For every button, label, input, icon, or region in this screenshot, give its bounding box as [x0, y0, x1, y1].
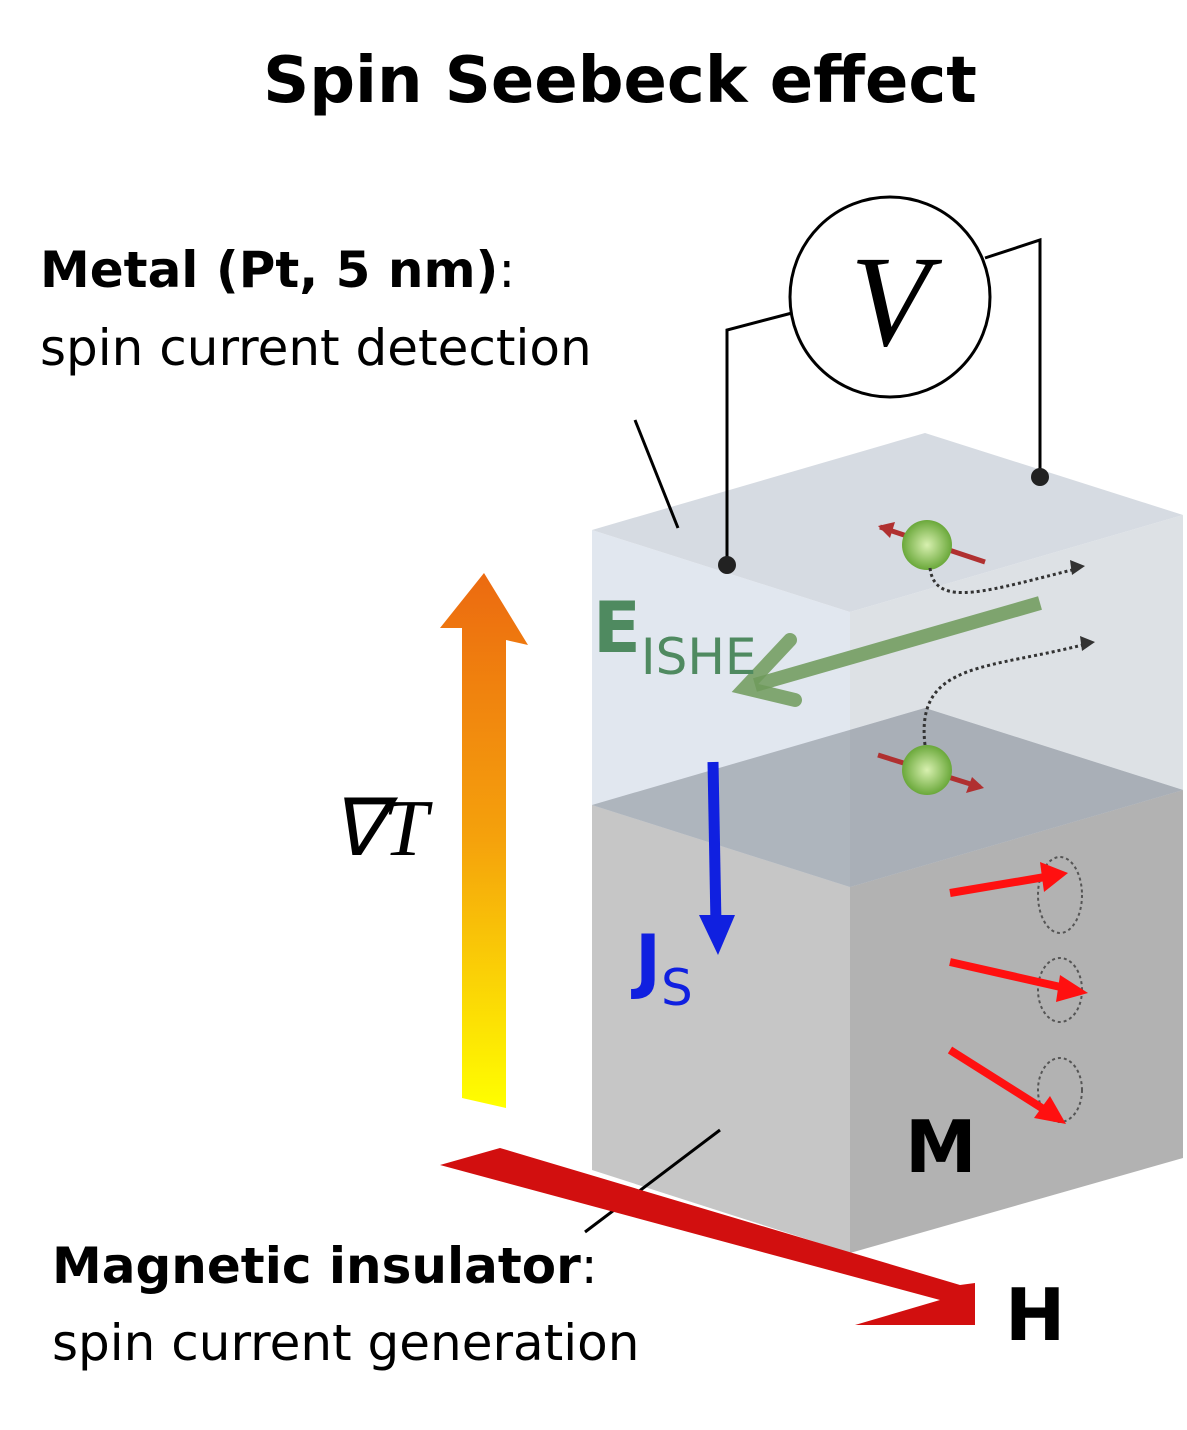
- diagram-title: Spin Seebeck effect: [263, 44, 977, 118]
- insulator-label-colon: :: [581, 1237, 598, 1295]
- eishe-main: E: [593, 587, 641, 669]
- magnetization-label: M: [905, 1105, 977, 1189]
- field-label: H: [1005, 1273, 1065, 1357]
- spin-current-arrow: [699, 761, 735, 955]
- temperature-gradient-arrow: [440, 573, 528, 1108]
- spin-electrons: [877, 520, 1095, 795]
- js-sub: S: [661, 959, 693, 1017]
- voltmeter: V: [718, 195, 1049, 574]
- magnetization-arrows: [947, 856, 1088, 1124]
- metal-sublabel: spin current detection: [40, 319, 592, 377]
- insulator-leader-line: [584, 1128, 721, 1234]
- metal-label-bold: Metal (Pt, 5 nm): [40, 241, 498, 299]
- eishe-sub: ISHE: [641, 628, 757, 686]
- insulator-label: Magnetic insulator:: [52, 1237, 598, 1295]
- gradient-label: ∇T: [330, 785, 434, 873]
- eishe-arrow: [731, 596, 1042, 707]
- metal-leader-line: [633, 419, 680, 529]
- js-main: J: [631, 920, 661, 1002]
- metal-layer-block: [592, 433, 1183, 887]
- metal-label-colon: :: [498, 241, 515, 299]
- eishe-label: EISHE: [593, 587, 757, 686]
- js-label: JS: [631, 920, 693, 1017]
- insulator-sublabel: spin current generation: [52, 1314, 639, 1372]
- metal-label: Metal (Pt, 5 nm):: [40, 241, 515, 299]
- insulator-label-bold: Magnetic insulator: [52, 1237, 581, 1295]
- voltmeter-label: V: [850, 230, 942, 374]
- magnetic-field-arrow: [440, 1148, 975, 1325]
